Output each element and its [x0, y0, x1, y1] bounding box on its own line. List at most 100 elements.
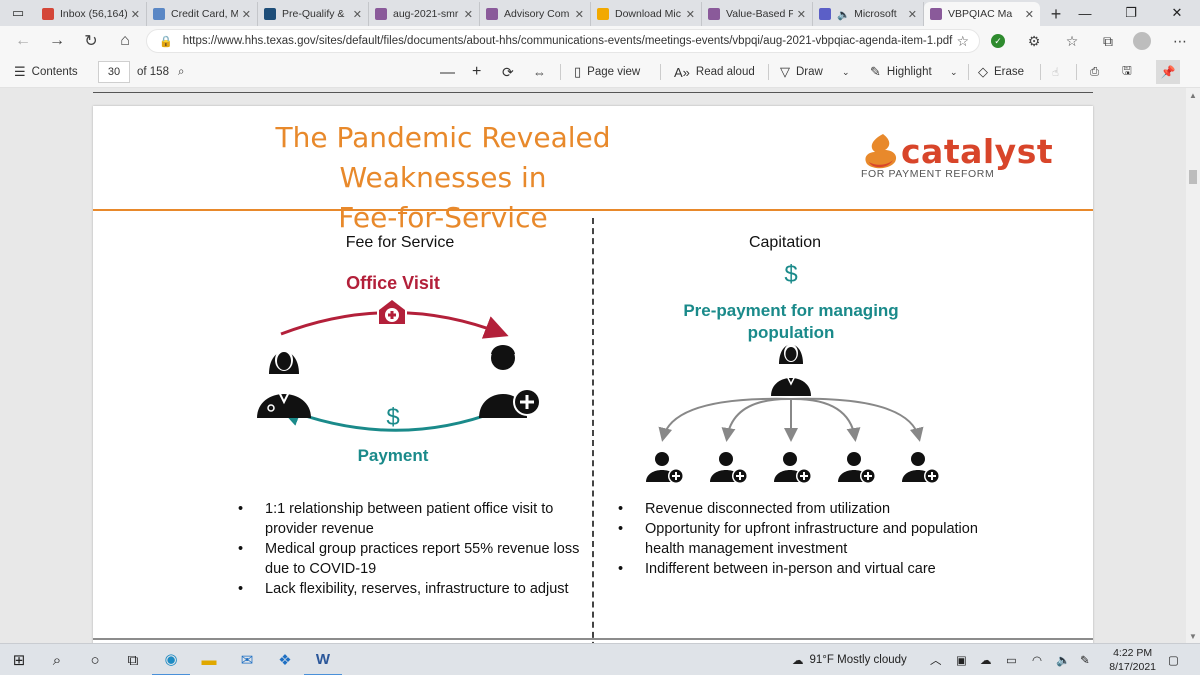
forward-icon[interactable]: → [49, 32, 65, 49]
profile-avatar[interactable] [1128, 26, 1156, 56]
tray-chevron-icon[interactable]: ︿ [930, 655, 942, 667]
patient-icon [257, 349, 311, 418]
title-line-2: Fee-for-Service [338, 201, 548, 234]
word-icon[interactable]: W [304, 644, 342, 675]
address-bar[interactable]: 🔒 https://www.hhs.texas.gov/sites/defaul… [146, 29, 980, 53]
lock-icon[interactable]: 🔒 [159, 35, 173, 48]
contents-button[interactable]: ☰Contents [14, 56, 78, 88]
refresh-icon[interactable]: ↻ [84, 33, 98, 50]
mail-icon[interactable]: ✉ [240, 652, 254, 669]
collections-icon[interactable]: ⧉ [1103, 32, 1113, 49]
cortana-icon[interactable]: ○ [90, 651, 100, 669]
tab-actions-icon[interactable]: ▭ [11, 5, 25, 20]
page-view-icon: ▯ [574, 64, 582, 79]
scroll-up-icon[interactable]: ▲ [1189, 90, 1197, 100]
office-visit-label: Office Visit [346, 273, 440, 293]
zoom-in-icon[interactable]: + [472, 63, 482, 80]
windows-start-icon[interactable]: ⊞ [12, 652, 26, 669]
close-window-icon[interactable]: ✕ [1171, 5, 1183, 20]
volume-icon[interactable]: 🔈 [1056, 655, 1071, 667]
save-icon[interactable]: 🖫 [1122, 64, 1132, 77]
rotate-icon[interactable]: ⟳ [502, 63, 514, 80]
tray-app-icon[interactable]: ▣ [956, 655, 967, 667]
office-visit-arrow [280, 311, 509, 339]
eraser-icon: ◇ [978, 64, 988, 79]
tab-8-active[interactable]: VBPQIAC Ma✕ [924, 2, 1040, 26]
extension-check-icon[interactable]: ✓ [984, 26, 1012, 56]
read-aloud-button[interactable]: A»Read aloud [674, 56, 755, 88]
tab-1[interactable]: Credit Card, M✕ [147, 2, 258, 26]
wifi-icon[interactable]: ◠ [1032, 655, 1043, 667]
extension-puzzle-icon[interactable]: ⚙ [1027, 32, 1041, 49]
erase-label: Erase [994, 66, 1025, 78]
close-icon[interactable]: ✕ [574, 8, 584, 21]
close-icon[interactable]: ✕ [796, 8, 806, 21]
tab-4[interactable]: Advisory Com✕ [480, 2, 591, 26]
search-icon[interactable]: ⌕ [52, 651, 62, 669]
touch-icon[interactable]: ☝ [1052, 67, 1060, 79]
file-explorer-icon[interactable]: ▬ [201, 651, 217, 669]
highlight-dropdown-icon[interactable]: ⌄ [950, 66, 958, 77]
cloud-icon: ☁ [792, 655, 804, 667]
vertical-scrollbar[interactable]: ▲ ▼ [1186, 88, 1200, 643]
pdf-viewport[interactable]: The Pandemic Revealed Weaknesses in Fee-… [0, 88, 1200, 643]
scroll-thumb[interactable] [1189, 170, 1197, 184]
highlight-button[interactable]: ✎Highlight [870, 56, 932, 88]
close-icon[interactable]: ✕ [907, 8, 917, 21]
erase-button[interactable]: ◇ Erase [978, 56, 1024, 88]
more-menu-icon[interactable]: ⋯ [1173, 32, 1187, 49]
weather-widget[interactable]: ☁ 91°F Mostly cloudy [792, 644, 907, 675]
tab-5[interactable]: Download Mic✕ [591, 2, 702, 26]
close-icon[interactable]: ✕ [241, 8, 251, 21]
address-toolbar: ← → ↻ ⌂ 🔒 https://www.hhs.texas.gov/site… [0, 26, 1200, 56]
maximize-icon[interactable]: ❐ [1125, 5, 1137, 20]
new-tab-button[interactable]: + [1050, 3, 1062, 24]
close-icon[interactable]: ✕ [352, 8, 362, 21]
window-controls: — ❐ ✕ [1062, 0, 1200, 26]
search-icon[interactable]: ⌕ [178, 65, 185, 78]
onedrive-icon[interactable]: ☁ [980, 655, 992, 667]
weather-text: 91°F Mostly cloudy [809, 654, 907, 666]
page-view-button[interactable]: ▯Page view [574, 56, 640, 88]
dropbox-icon[interactable]: ❖ [278, 652, 292, 669]
close-icon[interactable]: ✕ [463, 8, 473, 21]
tab-2[interactable]: Pre-Qualify &✕ [258, 2, 369, 26]
list-item: 1:1 relationship between patient office … [238, 499, 583, 539]
edge-browser-icon[interactable]: ◉ [152, 644, 190, 675]
system-clock[interactable]: 4:22 PM 8/17/2021 [1109, 646, 1156, 674]
draw-button[interactable]: ▽Draw [780, 56, 823, 88]
draw-dropdown-icon[interactable]: ⌄ [842, 66, 850, 77]
favorites-icon[interactable]: ☆ [1065, 32, 1079, 49]
logo-wordmark: catalyst [901, 132, 1054, 171]
provider-icon [838, 452, 876, 484]
tab-0[interactable]: Inbox (56,164)✕ [36, 2, 147, 26]
close-icon[interactable]: ✕ [1024, 8, 1034, 21]
prepayment-label: Pre-payment for managing population [683, 301, 899, 342]
pen-icon[interactable]: ✎ [1080, 655, 1090, 667]
print-icon[interactable]: ⎙ [1090, 65, 1100, 78]
scroll-down-icon[interactable]: ▼ [1189, 631, 1197, 641]
tab-3[interactable]: aug-2021-smr✕ [369, 2, 480, 26]
home-icon[interactable]: ⌂ [120, 32, 130, 49]
page-number-input[interactable]: 30 [98, 61, 130, 83]
back-icon[interactable]: ← [15, 32, 31, 49]
battery-icon[interactable]: ▭ [1006, 655, 1017, 667]
close-icon[interactable]: ✕ [685, 8, 695, 21]
pdf-toolbar: ☰Contents 30 of 158 ⌕ — + ⟳ ⇔ ▯Page view… [0, 56, 1200, 88]
tab-6[interactable]: Value-Based P✕ [702, 2, 813, 26]
zoom-out-icon[interactable]: — [440, 63, 455, 81]
list-item: Indifferent between in-person and virtua… [618, 559, 988, 579]
title-line-1: The Pandemic Revealed Weaknesses in [275, 121, 611, 194]
favorite-star-icon[interactable]: ☆ [956, 32, 969, 49]
tab-7[interactable]: 🔈Microsoft✕ [813, 2, 924, 26]
logo-tagline: FOR PAYMENT REFORM [861, 168, 995, 180]
task-view-icon[interactable]: ⧉ [127, 651, 139, 669]
close-icon[interactable]: ✕ [130, 8, 140, 21]
pin-toolbar-icon[interactable]: 📌 [1156, 60, 1180, 84]
fit-page-icon[interactable]: ⇔ [533, 64, 546, 80]
minimize-icon[interactable]: — [1078, 5, 1092, 21]
toolbar-divider [660, 64, 661, 80]
list-icon: ☰ [14, 64, 26, 79]
read-aloud-label: Read aloud [695, 66, 755, 78]
notifications-icon[interactable]: ▢ [1168, 655, 1179, 667]
